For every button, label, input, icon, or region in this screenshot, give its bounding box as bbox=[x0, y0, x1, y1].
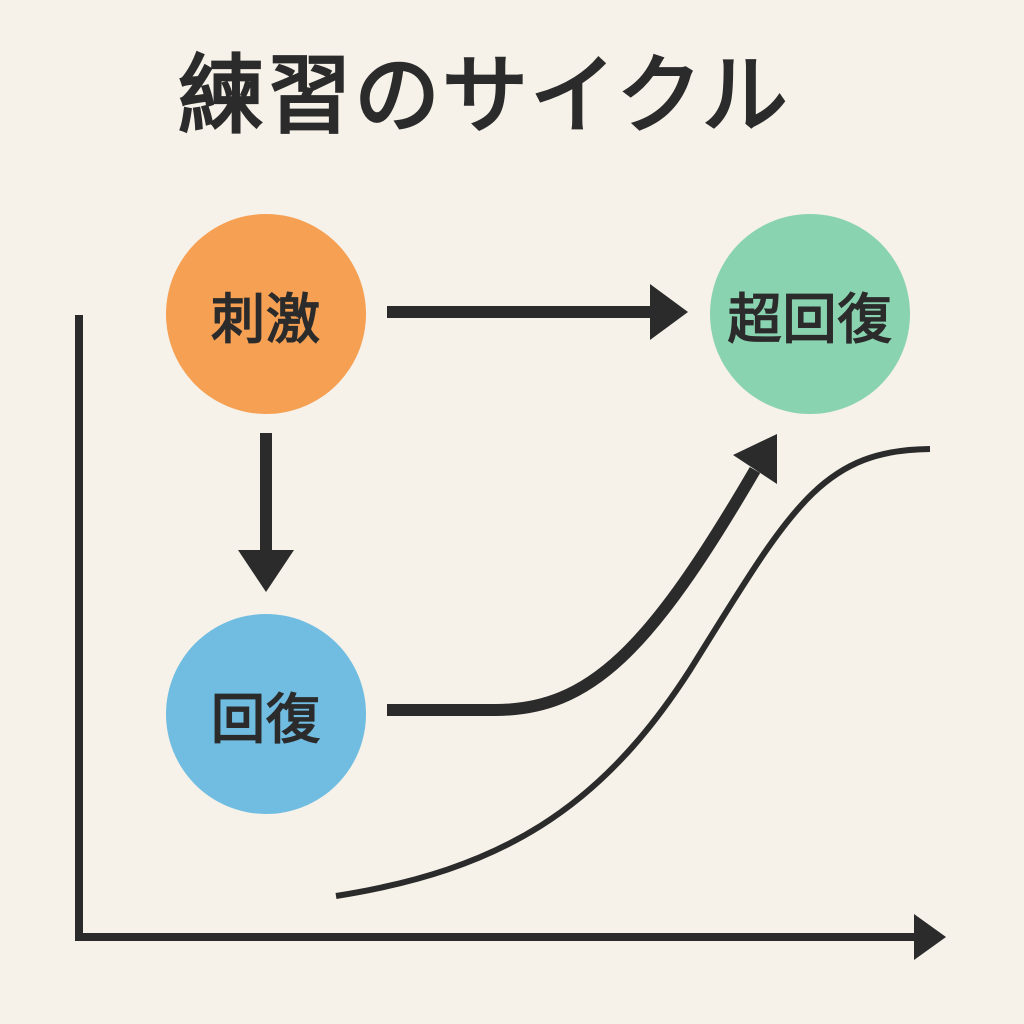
node-recovery-label: 回復 bbox=[211, 687, 321, 751]
node-recovery: 回復 bbox=[166, 614, 366, 814]
node-stimulus: 刺激 bbox=[166, 214, 366, 414]
arrowhead-stimulus-to-recovery bbox=[238, 550, 294, 592]
node-supercompensation-label: 超回復 bbox=[727, 287, 893, 351]
arrowhead-stimulus-to-supercompensation bbox=[650, 284, 688, 340]
arrowhead-recovery-to-supercompensation bbox=[733, 434, 777, 484]
growth-curve bbox=[335, 446, 931, 899]
x-axis-arrowhead bbox=[914, 914, 946, 960]
node-stimulus-label: 刺激 bbox=[211, 287, 321, 351]
arrow-recovery-to-supercompensation bbox=[387, 466, 761, 716]
page-title: 練習のサイクル bbox=[178, 46, 790, 146]
node-supercompensation: 超回復 bbox=[710, 214, 910, 414]
